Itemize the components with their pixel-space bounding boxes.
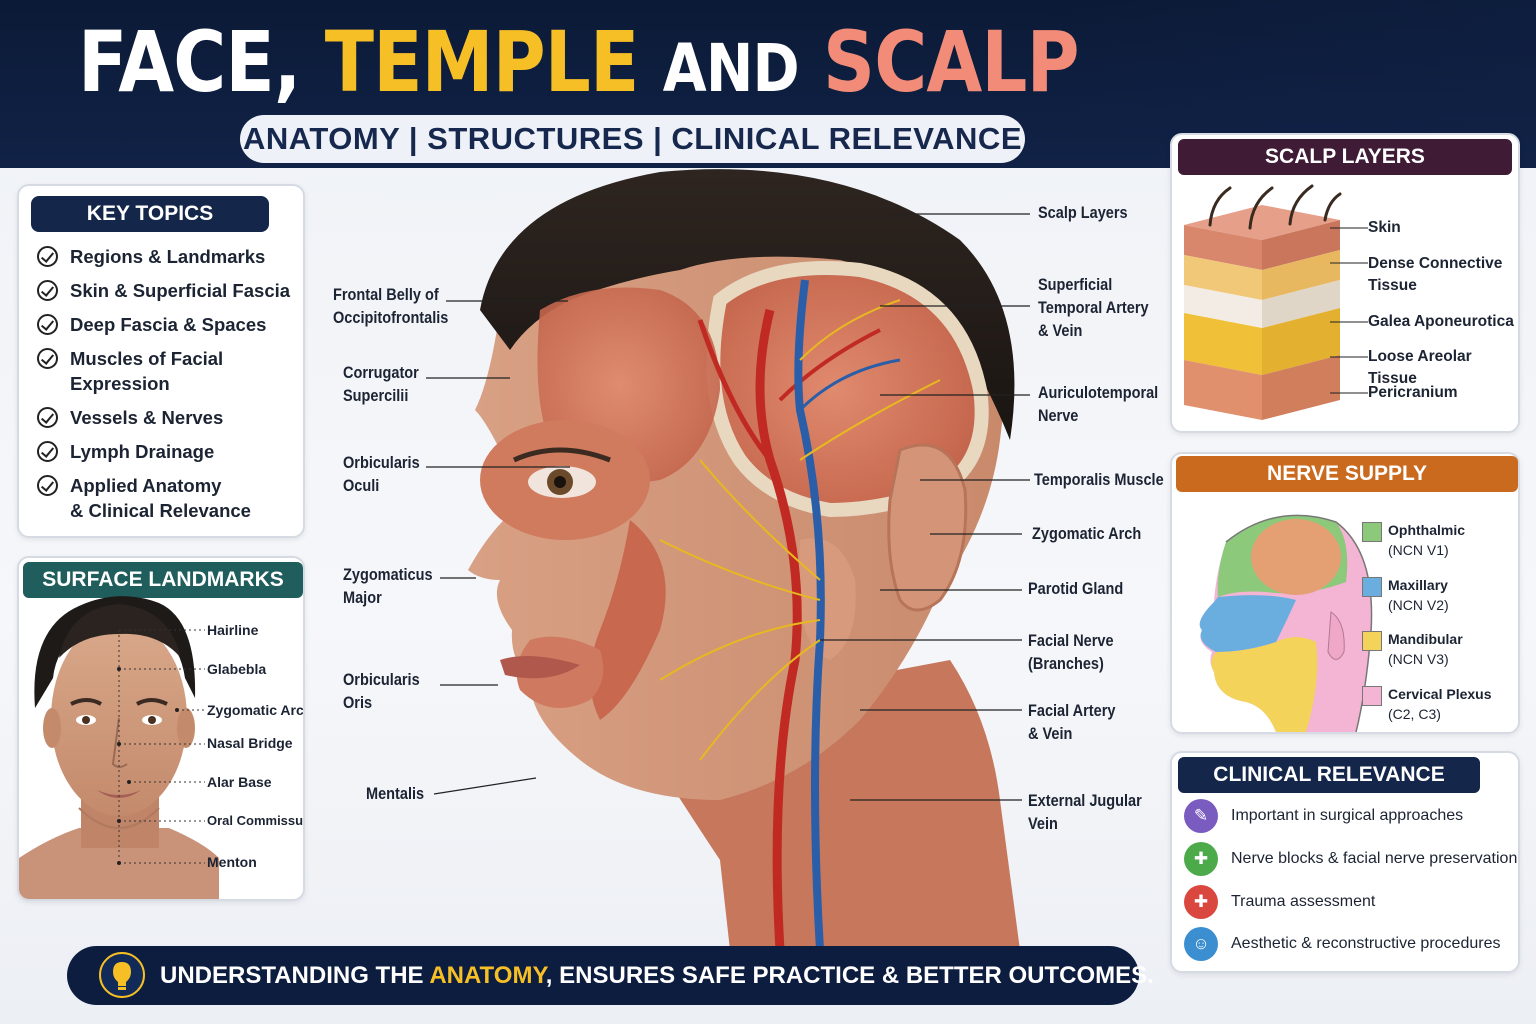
clinical-relevance-title: CLINICAL RELEVANCE bbox=[1178, 757, 1480, 793]
key-topics-list: Regions & Landmarks Skin & Superficial F… bbox=[35, 244, 290, 532]
list-item: Applied Anatomy& Clinical Relevance bbox=[35, 473, 290, 523]
landmark-label: Zygomatic Arch bbox=[207, 702, 305, 718]
check-circle-icon bbox=[37, 314, 58, 335]
nerve-supply-title: NERVE SUPPLY bbox=[1176, 456, 1518, 492]
header-band: FACE, TEMPLE AND SCALP ANATOMY | STRUCTU… bbox=[0, 0, 1536, 168]
callout-mentalis: Mentalis bbox=[366, 785, 425, 803]
key-topics-title: KEY TOPICS bbox=[31, 196, 269, 232]
list-item: Lymph Drainage bbox=[35, 439, 290, 464]
callout-parotid: Parotid Gland bbox=[1028, 580, 1124, 598]
scalp-layer-label: Galea Aponeurotica bbox=[1368, 313, 1514, 330]
lightbulb-icon bbox=[99, 952, 145, 998]
check-circle-icon bbox=[37, 441, 58, 462]
callout-facial-nerve: Facial Nerve(Branches) bbox=[1028, 632, 1114, 673]
nerve-mandibular: Mandibular(NCN V3) bbox=[1362, 629, 1463, 669]
surface-landmarks-panel: SURFACE LANDMARKS bbox=[17, 556, 305, 901]
maxillary-swatch bbox=[1362, 577, 1382, 597]
landmark-label: Oral Commissure bbox=[207, 813, 305, 828]
check-circle-icon bbox=[37, 407, 58, 428]
callout-facial-artery: Facial Artery& Vein bbox=[1028, 702, 1116, 743]
check-circle-icon bbox=[37, 246, 58, 267]
subtitle-pill: ANATOMY | STRUCTURES | CLINICAL RELEVANC… bbox=[240, 115, 1025, 163]
scalp-layer-label: Pericranium bbox=[1368, 384, 1458, 401]
list-item: Regions & Landmarks bbox=[35, 244, 290, 269]
nerve-ophthalmic: Ophthalmic(NCN V1) bbox=[1362, 520, 1465, 560]
ophthalmic-swatch bbox=[1362, 522, 1382, 542]
scalp-layer-label: Skin bbox=[1368, 219, 1401, 236]
landmark-label: Hairline bbox=[207, 622, 259, 638]
title-word-scalp: SCALP bbox=[823, 13, 1079, 111]
scalpel-icon: ✎ bbox=[1184, 799, 1218, 833]
scalp-layers-title: SCALP LAYERS bbox=[1178, 139, 1512, 175]
landmark-label: Glabebla bbox=[207, 661, 267, 677]
callout-scalp-layers: Scalp Layers bbox=[1038, 204, 1128, 222]
title-word-and: AND bbox=[662, 30, 800, 107]
surface-landmarks-title: SURFACE LANDMARKS bbox=[23, 562, 303, 598]
check-circle-icon bbox=[37, 348, 58, 369]
nerve-maxillary: Maxillary(NCN V2) bbox=[1362, 575, 1449, 615]
page-title: FACE, TEMPLE AND SCALP bbox=[78, 12, 1080, 112]
clinical-relevance-panel: CLINICAL RELEVANCE ✎ Important in surgic… bbox=[1170, 751, 1520, 973]
check-circle-icon bbox=[37, 475, 58, 496]
face-icon: ☺ bbox=[1184, 927, 1218, 961]
list-item: Vessels & Nerves bbox=[35, 405, 290, 430]
title-word-temple: TEMPLE bbox=[324, 13, 640, 111]
key-topics-panel: KEY TOPICS Regions & Landmarks Skin & Su… bbox=[17, 184, 305, 538]
clinical-item: ✎ Important in surgical approaches bbox=[1184, 799, 1463, 833]
nerve-supply-panel: NERVE SUPPLY Ophthalmic(NCN V1) Maxillar… bbox=[1170, 452, 1520, 734]
callout-temporalis: Temporalis Muscle bbox=[1034, 471, 1164, 489]
landmark-label: Menton bbox=[207, 854, 257, 870]
nerve-cervical-plexus: Cervical Plexus(C2, C3) bbox=[1362, 684, 1492, 724]
list-item: Deep Fascia & Spaces bbox=[35, 312, 290, 337]
head-dissection-illustration bbox=[426, 169, 1030, 950]
clinical-item: ✚ Nerve blocks & facial nerve preservati… bbox=[1184, 842, 1517, 876]
mandibular-swatch bbox=[1362, 631, 1382, 651]
list-item: Skin & Superficial Fascia bbox=[35, 278, 290, 303]
banner-text: UNDERSTANDING THE ANATOMY, ENSURES SAFE … bbox=[160, 962, 1154, 989]
landmark-label: Alar Base bbox=[207, 774, 272, 790]
bottom-banner: UNDERSTANDING THE ANATOMY, ENSURES SAFE … bbox=[67, 946, 1154, 1005]
first-aid-icon: ✚ bbox=[1184, 885, 1218, 919]
landmark-label: Nasal Bridge bbox=[207, 735, 293, 751]
scalp-layers-block-illustration bbox=[1184, 184, 1368, 420]
nerve-territory-head-illustration bbox=[1199, 514, 1373, 732]
title-word-face: FACE, bbox=[78, 13, 301, 111]
clinical-item: ✚ Trauma assessment bbox=[1184, 885, 1375, 919]
frontal-face-illustration bbox=[19, 596, 219, 899]
callout-zygomatic-arch: Zygomatic Arch bbox=[1032, 525, 1142, 543]
syringe-icon: ✚ bbox=[1184, 842, 1218, 876]
scalp-layer-label: Loose Areolar Tissue bbox=[1368, 348, 1472, 387]
clinical-item: ☺ Aesthetic & reconstructive procedures bbox=[1184, 927, 1500, 961]
check-circle-icon bbox=[37, 280, 58, 301]
cervical-plexus-swatch bbox=[1362, 686, 1382, 706]
